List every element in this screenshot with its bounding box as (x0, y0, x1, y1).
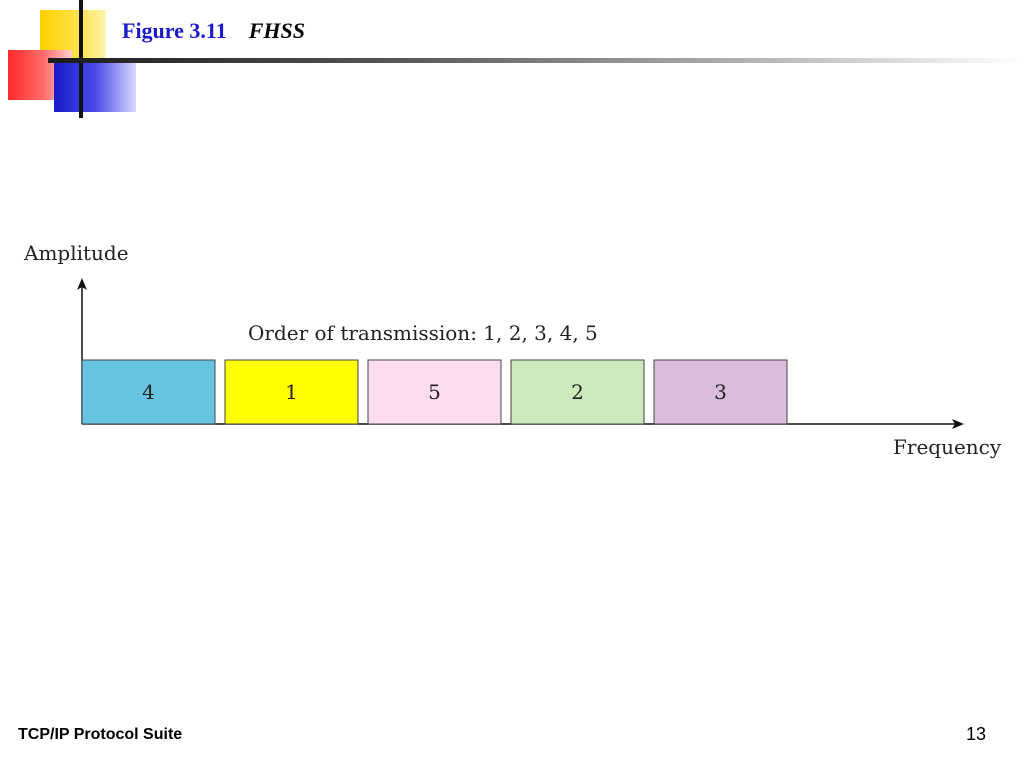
frequency-block-label-3: 5 (428, 380, 441, 404)
slide-title: Figure 3.11 FHSS (122, 18, 305, 44)
frequency-block-3 (367, 359, 502, 425)
figure-label: Figure 3.11 (122, 18, 227, 43)
frequency-block-5 (653, 359, 788, 425)
footer-suite: TCP/IP Protocol Suite (18, 726, 183, 743)
frequency-block-label-1: 4 (142, 380, 155, 404)
frequency-block-label-4: 2 (571, 380, 584, 404)
frequency-block-1 (81, 359, 216, 425)
frequency-block-2 (224, 359, 359, 425)
frequency-block-label-5: 3 (714, 380, 727, 404)
transmission-order-caption: Order of transmission: 1, 2, 3, 4, 5 (248, 321, 598, 345)
frequency-block-4 (510, 359, 645, 425)
header-rule (48, 58, 1024, 63)
x-axis-label: Frequency (893, 435, 1002, 459)
figure-title: FHSS (248, 18, 305, 43)
frequency-blocks: 4 1 5 2 3 (81, 359, 788, 425)
page-number: 13 (966, 724, 987, 744)
frequency-block-label-2: 1 (285, 380, 298, 404)
y-axis-label: Amplitude (23, 241, 129, 265)
logo-blue-square (54, 62, 136, 112)
